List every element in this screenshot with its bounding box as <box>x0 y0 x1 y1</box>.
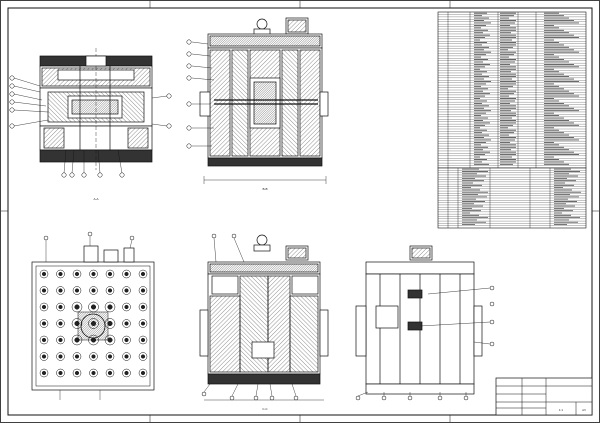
plan-feature-core <box>140 321 146 326</box>
bill-of-materials-table <box>437 11 587 229</box>
plan-feature-core <box>124 288 129 293</box>
title-block: A3 1:1 <box>495 377 593 416</box>
plan-feature-core <box>124 370 129 376</box>
plan-feature-core <box>41 354 47 359</box>
plan-feature-core <box>41 288 47 293</box>
plan-feature-core <box>140 337 146 343</box>
view-caption-top-center: B-B <box>262 187 267 191</box>
plan-feature-core <box>41 304 47 310</box>
plan-feature-core <box>91 370 96 376</box>
plan-feature-core <box>107 337 113 343</box>
plan-feature-core <box>41 337 47 343</box>
bom-rows-main <box>438 12 586 166</box>
plan-feature-core <box>140 370 146 376</box>
plan-feature-core <box>107 304 113 310</box>
plan-feature-core <box>74 370 80 376</box>
plan-feature-core <box>140 288 146 293</box>
view-caption-top-left: A-A <box>93 197 99 201</box>
plan-feature-core <box>74 354 80 359</box>
plan-feature-core <box>140 271 146 277</box>
plan-feature-core <box>107 271 113 277</box>
plan-view-bottom-left <box>31 231 155 400</box>
bom-rows-secondary <box>438 168 586 226</box>
plan-feature-core <box>58 304 63 310</box>
plan-feature-core <box>41 271 47 277</box>
plan-feature-core <box>90 304 97 310</box>
plan-feature-core <box>107 320 113 327</box>
plan-feature-core <box>107 288 113 293</box>
plan-feature-core <box>124 337 129 343</box>
plan-feature-core <box>124 304 129 310</box>
plan-feature-core <box>107 370 113 376</box>
section-view-top-center: B-B <box>186 17 329 191</box>
view-caption-bottom-center: C-C <box>262 407 267 411</box>
side-view-bottom-right <box>355 245 495 401</box>
plan-view-features <box>39 269 148 378</box>
plan-center-block <box>77 311 109 341</box>
plan-feature-core <box>124 321 129 326</box>
section-view-top-left: A-A <box>9 48 172 201</box>
plan-feature-core <box>58 370 63 376</box>
plan-feature-core <box>58 354 63 359</box>
plan-feature-core <box>124 271 129 277</box>
plan-feature-core <box>140 304 146 310</box>
plan-feature-core <box>107 354 113 359</box>
sheet-size-label: A3 <box>582 408 586 412</box>
plan-feature-core <box>58 288 63 293</box>
plan-feature-core <box>74 271 80 277</box>
plan-feature-core <box>91 271 96 277</box>
plan-feature-core <box>58 337 63 343</box>
plan-feature-core <box>91 354 96 359</box>
plan-feature-core <box>124 354 129 359</box>
plan-feature-core <box>41 370 47 376</box>
scale-label: 1:1 <box>559 408 564 412</box>
plan-feature-core <box>91 288 96 293</box>
plan-feature-core <box>74 304 80 310</box>
plan-feature-core <box>58 271 63 277</box>
plan-feature-core <box>140 354 146 359</box>
plan-feature-core <box>74 288 80 293</box>
section-view-bottom-center: C-C <box>199 233 329 411</box>
plan-feature-core <box>58 321 63 326</box>
plan-feature-core <box>41 321 47 326</box>
